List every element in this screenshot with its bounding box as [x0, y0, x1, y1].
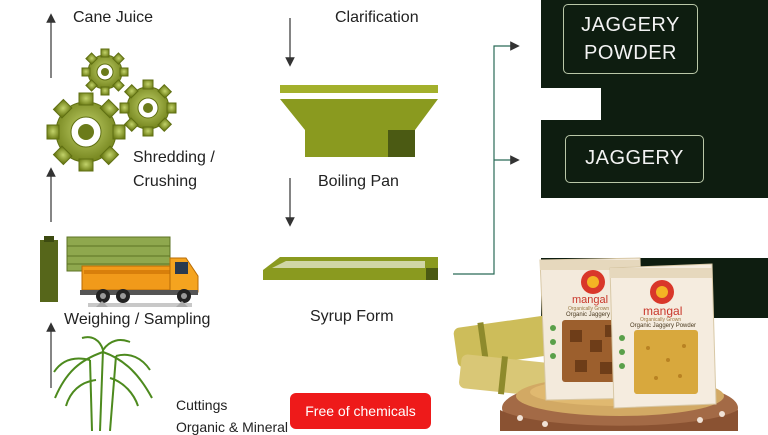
- panel-notch-top: [541, 88, 601, 120]
- pouch-back-product: Organic Jaggery: [566, 312, 611, 318]
- jaggery-label: JAGGERY: [585, 147, 684, 169]
- label-cuttings-line2: Organic & Mineral: [176, 419, 289, 435]
- pouch-front-product: Organic Jaggery Powder: [630, 323, 697, 329]
- panel-notch-bottom: [541, 198, 768, 258]
- sugarcane-plant-icon: [53, 336, 153, 431]
- label-shredding-line2: Crushing: [133, 173, 198, 190]
- label-syrup-form: Syrup Form: [310, 308, 394, 325]
- label-shredding-line1: Shredding /: [133, 149, 215, 166]
- pouch-front-tagline: Organically Grown: [640, 317, 682, 323]
- jaggery-powder-line1: JAGGERY: [581, 14, 680, 36]
- cane-stick-1: [453, 315, 553, 368]
- gears-icon: [46, 48, 177, 172]
- boiling-pan-icon: [280, 85, 438, 157]
- weighing-scale-icon: [40, 236, 58, 302]
- free-of-chemicals-text: Free of chemicals: [305, 403, 416, 419]
- product-photo: [452, 257, 768, 431]
- label-boiling-pan: Boiling Pan: [318, 173, 399, 190]
- label-clarification: Clarification: [335, 9, 419, 26]
- truck-icon: [66, 236, 199, 307]
- label-cane-juice: Cane Juice: [73, 9, 154, 26]
- pouch-back-brand: mangal: [572, 294, 609, 306]
- label-weighing: Weighing / Sampling: [64, 311, 211, 328]
- jaggery-powder-line2: POWDER: [584, 42, 677, 64]
- syrup-tray-icon: [263, 257, 438, 280]
- free-of-chemicals-badge: Free of chemicals: [290, 393, 431, 429]
- pouch-front-brand: mangal: [643, 304, 683, 318]
- jaggery-pouch-front: [609, 263, 717, 409]
- jaggery-powder-box: JAGGERY POWDER: [563, 4, 698, 74]
- label-cuttings-line1: Cuttings: [176, 397, 228, 413]
- jaggery-box: JAGGERY: [565, 135, 704, 183]
- pouch-back-tagline: Organically Grown: [568, 306, 610, 312]
- connector-to-products: [453, 41, 520, 275]
- bowl-pattern: [517, 411, 725, 427]
